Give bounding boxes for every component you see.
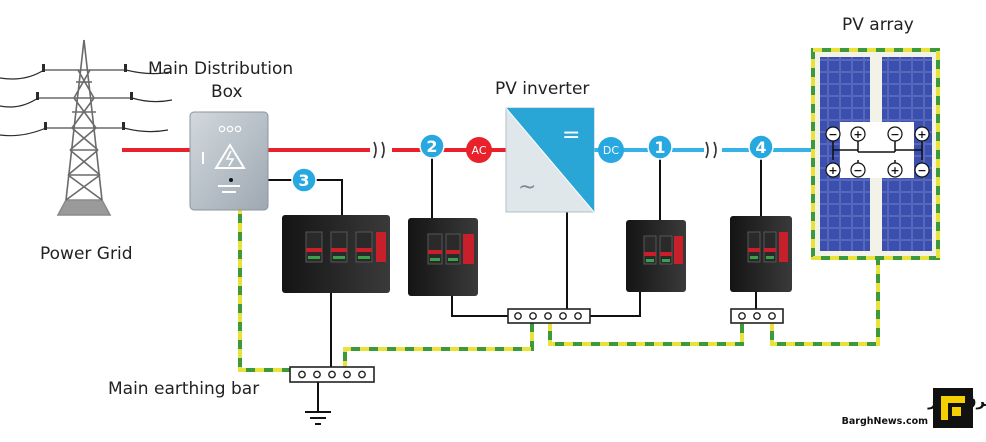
pv-array-label: PV array [842, 15, 914, 35]
surge-protector-icon [282, 215, 390, 293]
power-grid-label: Power Grid [40, 244, 132, 264]
pv-string-wiring [832, 140, 923, 170]
spd-marker-1: 1 [647, 134, 673, 160]
pv-polarity-terminals: − + − + + − + − [825, 126, 930, 178]
pv-inverter-label: PV inverter [495, 79, 589, 99]
svg-text:4: 4 [755, 138, 766, 157]
solar-panel-icon [811, 48, 940, 260]
earthing-bar-inverter [507, 308, 591, 324]
svg-text:DC: DC [603, 144, 619, 157]
main-earthing-bar [289, 366, 375, 383]
spd-marker-2: 2 [419, 133, 445, 159]
surge-protector-icon [408, 218, 478, 296]
earthing-wires [238, 205, 880, 372]
spd-marker-4: 4 [748, 134, 774, 160]
logo-latin-text: BarghNews.com [842, 416, 928, 427]
high-voltage-icon [214, 143, 246, 169]
svg-text:+: + [890, 164, 899, 177]
main-distribution-box-label-line2: Box [211, 82, 243, 102]
spd-marker-3: 3 [291, 167, 317, 193]
svg-text:1: 1 [654, 138, 665, 157]
power-tower-icon [36, 39, 132, 216]
main-distribution-box-label-line1: Main Distribution [148, 59, 293, 79]
svg-text:−: − [917, 164, 926, 177]
svg-text:+: + [917, 128, 926, 141]
svg-text:+: + [853, 128, 862, 141]
main-earthing-bar-label: Main earthing bar [108, 379, 259, 399]
barghnews-logo: برق نیوز BarghNews.com [842, 388, 986, 428]
dc-break-marks [705, 141, 717, 159]
inverter-dc-symbol: = [562, 123, 580, 148]
svg-text:+: + [828, 164, 837, 177]
svg-text:−: − [828, 128, 837, 141]
power-lines [0, 69, 173, 137]
svg-text:AC: AC [471, 144, 486, 157]
svg-text:2: 2 [426, 137, 437, 156]
svg-text:−: − [890, 128, 899, 141]
svg-text:3: 3 [298, 171, 309, 190]
signal-wires [232, 158, 762, 412]
earthing-bar-array [730, 308, 784, 324]
surge-protector-icon [730, 216, 792, 292]
ac-break-marks [373, 141, 385, 159]
insulators [36, 64, 133, 130]
ac-marker: AC [466, 137, 492, 163]
dc-marker: DC [598, 137, 624, 163]
main-distribution-box [189, 111, 269, 211]
surge-protector-icon [626, 220, 686, 292]
sine-wave-icon: ~ [518, 175, 536, 200]
pv-inverter: = ~ [505, 107, 595, 213]
svg-text:−: − [853, 164, 862, 177]
ground-icon [305, 411, 331, 425]
